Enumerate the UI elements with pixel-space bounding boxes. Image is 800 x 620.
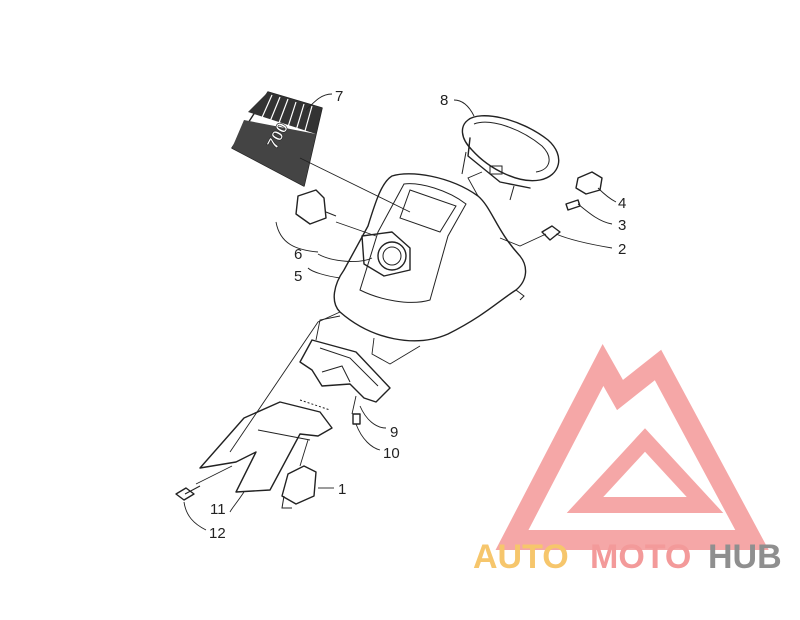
callout-6: 6 [294, 246, 302, 263]
part-6-switch [295, 189, 411, 277]
part-9-bezel [299, 339, 391, 403]
callout-1: 1 [338, 481, 346, 498]
callout-3: 3 [618, 217, 626, 234]
part-1-connector [281, 465, 317, 509]
part-4-key-cap [575, 171, 603, 195]
callout-9: 9 [390, 424, 398, 441]
assembly-lines [195, 157, 547, 485]
part-10-spacer [352, 413, 361, 425]
callout-4: 4 [618, 195, 626, 212]
callout-2: 2 [618, 241, 626, 258]
watermark-text-hub: HUB [708, 538, 782, 576]
callout-12: 12 [209, 525, 226, 542]
callout-7: 7 [335, 88, 343, 105]
watermark-inner-triangle [566, 428, 724, 513]
watermark-text-moto: MOTO [590, 538, 691, 576]
part-8-gauge [461, 115, 560, 201]
part-7-decal: 700 [231, 91, 323, 187]
callout-11: 11 [210, 501, 226, 518]
part-12-screw [175, 485, 201, 501]
part-2-nut [541, 225, 561, 241]
leader-lines [183, 93, 617, 531]
watermark-text: AUTO MOTO HUB [473, 538, 782, 576]
callout-labels: 1 2 3 4 5 6 7 8 9 10 11 12 [209, 88, 626, 542]
part-5-instrument-pod [333, 173, 527, 342]
callout-5: 5 [294, 268, 302, 285]
part-11-bracket [199, 399, 333, 493]
watermark-text-auto: AUTO [473, 538, 569, 576]
callout-8: 8 [440, 92, 448, 109]
watermark-logo [495, 344, 769, 550]
watermark-triangle [495, 344, 769, 550]
part-3-key [565, 199, 581, 211]
callout-10: 10 [383, 445, 400, 462]
